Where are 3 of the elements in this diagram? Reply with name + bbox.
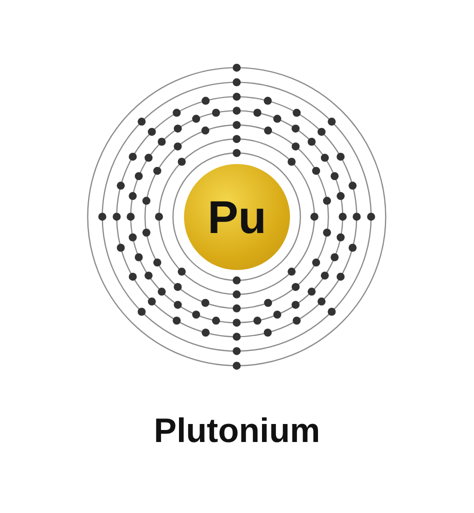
- element-symbol: Pu: [208, 190, 266, 244]
- title: Plutonium: [154, 412, 320, 451]
- nucleus-circle: [184, 164, 290, 270]
